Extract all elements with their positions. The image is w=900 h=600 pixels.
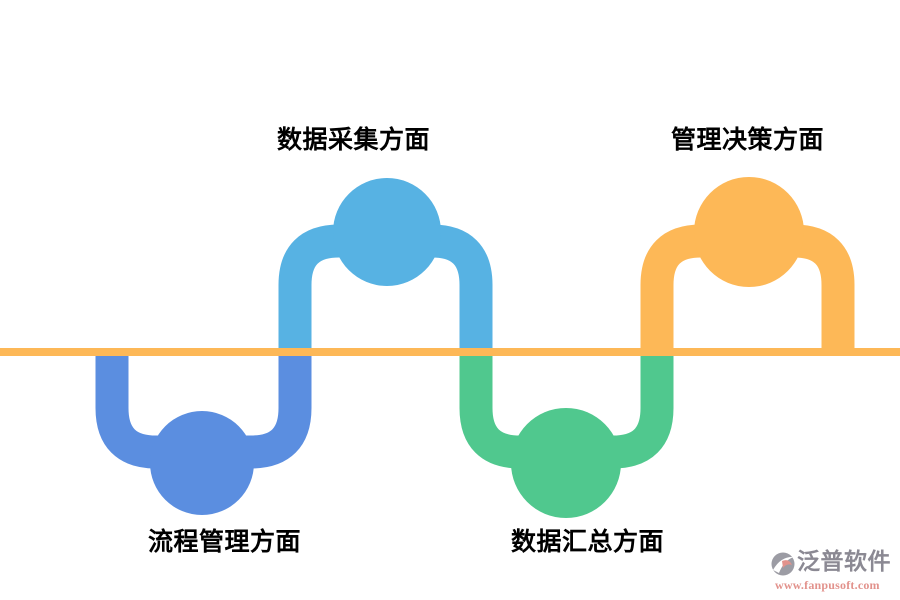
circle-process-management <box>150 411 254 515</box>
label-management-decision: 管理决策方面 <box>671 126 825 154</box>
fanpu-url-text: www.fanpusoft.com <box>775 578 880 592</box>
label-data-summary: 数据汇总方面 <box>511 528 665 556</box>
fanpu-brand-text: 泛普软件 <box>797 548 891 574</box>
label-data-collection: 数据采集方面 <box>277 126 431 154</box>
circle-management-decision <box>694 177 804 287</box>
circle-data-summary <box>511 408 621 518</box>
circle-data-collection <box>333 178 441 286</box>
fanpu-watermark: 泛普软件 www.fanpusoft.com <box>771 548 896 594</box>
baseline <box>0 348 900 356</box>
fanpu-logo-icon <box>771 552 795 576</box>
label-process-management: 流程管理方面 <box>148 528 302 556</box>
